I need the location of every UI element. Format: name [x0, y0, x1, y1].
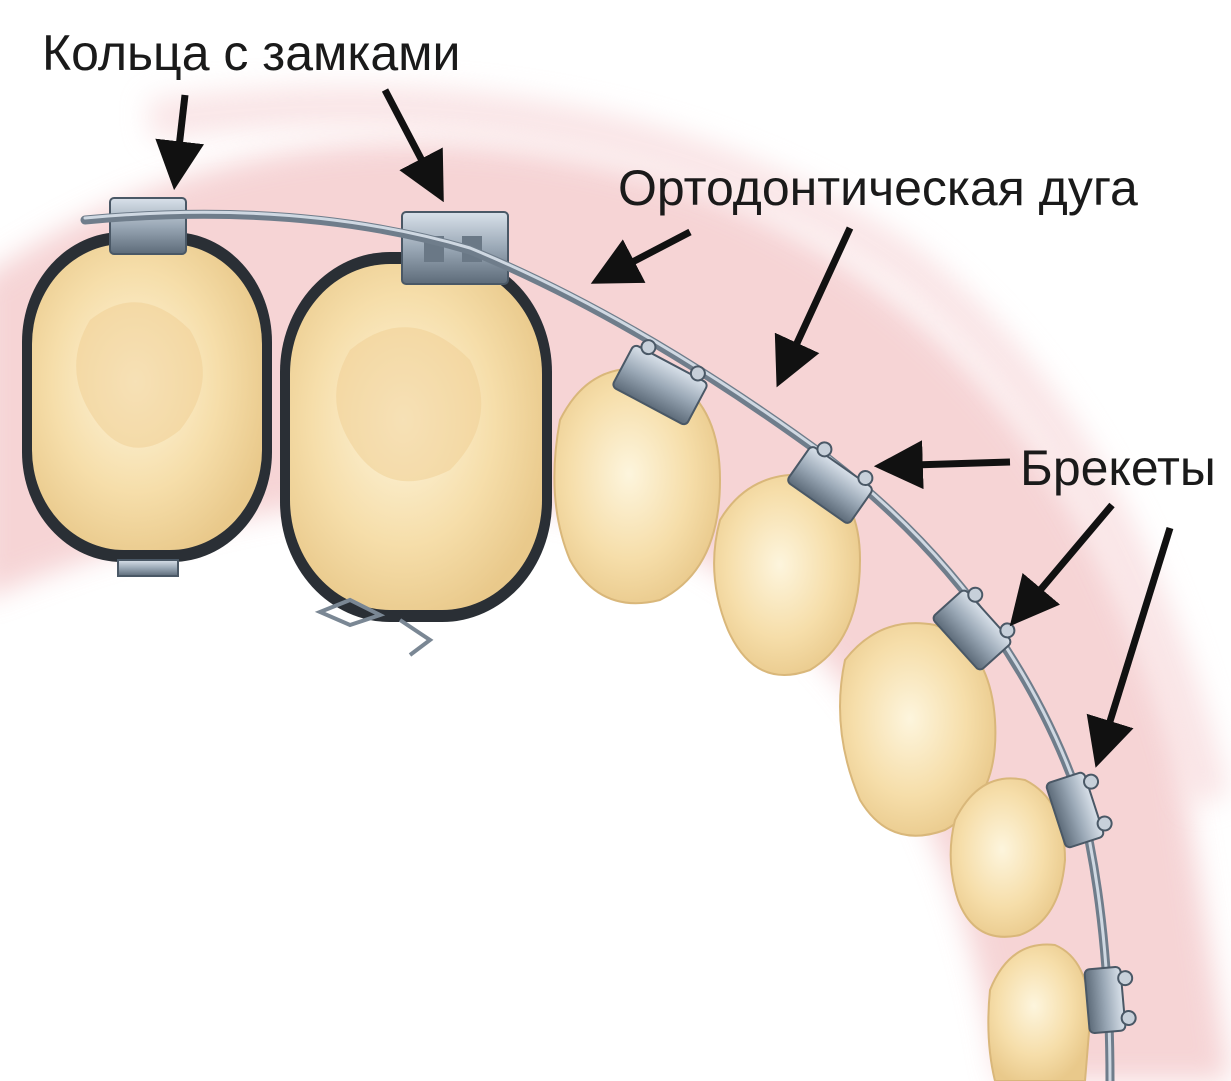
tooth-7 [988, 945, 1090, 1081]
label-archwire: Ортодонтическая дуга [618, 160, 1138, 216]
tooth-6 [951, 778, 1065, 936]
arrow-brackets-1 [882, 462, 1010, 466]
label-brackets: Брекеты [1020, 440, 1216, 496]
label-rings: Кольца с замками [42, 25, 460, 81]
